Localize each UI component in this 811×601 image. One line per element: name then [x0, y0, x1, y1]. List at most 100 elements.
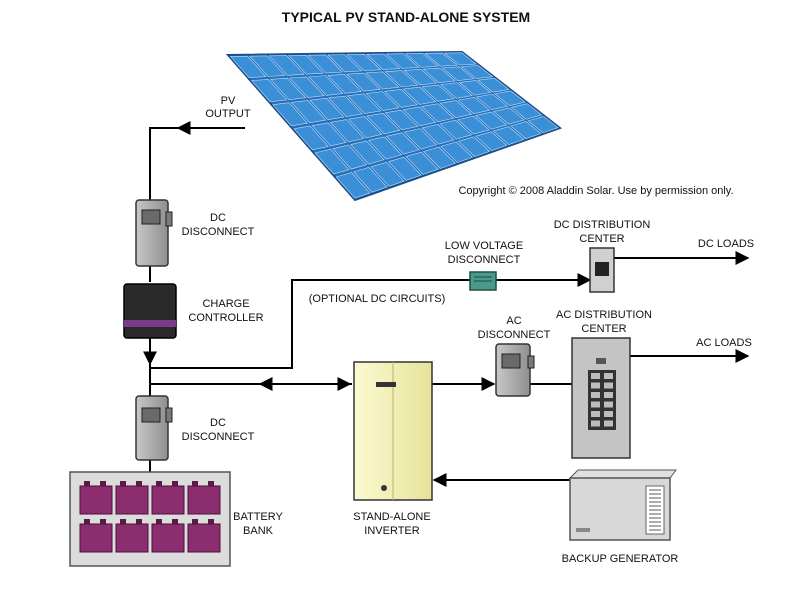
- dc-dist-label-2: CENTER: [579, 233, 624, 245]
- solar-cell: [421, 124, 455, 145]
- solar-cell: [457, 115, 490, 135]
- breaker: [604, 373, 613, 379]
- ac-loads-label: AC LOADS: [696, 337, 752, 349]
- solar-cell: [384, 70, 419, 88]
- ac-disconnect: [495, 343, 535, 397]
- battery-cell: [187, 519, 221, 553]
- dc-loads-label: DC LOADS: [698, 238, 754, 250]
- solar-cell: [327, 54, 363, 73]
- battery-cell: [151, 481, 185, 515]
- solar-cell: [328, 95, 364, 117]
- solar-cell: [290, 100, 327, 124]
- breaker: [604, 411, 613, 417]
- optional-dc-circuits-label: (OPTIONAL DC CIRCUITS): [309, 293, 446, 305]
- solar-cell: [365, 71, 400, 90]
- solar-cell: [477, 77, 510, 93]
- solar-cell: [311, 122, 347, 147]
- dc-disconnect-bottom: [135, 395, 173, 461]
- solar-cell: [229, 55, 267, 78]
- breaker: [604, 382, 613, 389]
- solar-cell: [421, 84, 455, 102]
- ac-distribution-center: [571, 337, 631, 459]
- solar-cell: [440, 141, 474, 163]
- charge-controller: [123, 283, 177, 339]
- solar-cell: [421, 103, 455, 123]
- breaker: [591, 420, 600, 427]
- solar-cell: [370, 161, 405, 187]
- solar-cell: [385, 132, 420, 155]
- solar-cell: [439, 100, 473, 119]
- solar-cell: [332, 144, 368, 170]
- solar-cell: [329, 119, 365, 143]
- solar-cell: [353, 167, 388, 193]
- solar-cell: [384, 89, 418, 108]
- charge-controller-label-2: CONTROLLER: [188, 312, 263, 324]
- solar-cell: [441, 66, 475, 81]
- low-voltage-disconnect: [469, 271, 497, 291]
- battery-cell: [115, 519, 149, 553]
- solar-cell: [346, 54, 382, 72]
- solar-cell: [405, 151, 439, 175]
- breaker: [591, 401, 600, 408]
- solar-cell: [475, 93, 509, 111]
- breaker: [591, 411, 600, 417]
- solar-cell: [422, 67, 456, 84]
- solar-cell: [403, 68, 438, 86]
- breaker: [604, 401, 613, 408]
- solar-cell: [492, 126, 525, 146]
- solar-cell: [350, 140, 385, 165]
- solar-cell: [440, 82, 473, 99]
- ac-dist-label-2: CENTER: [581, 323, 626, 335]
- solar-cell: [402, 86, 437, 105]
- solar-cell: [308, 75, 344, 96]
- solar-cell: [510, 103, 543, 120]
- solar-cell: [268, 55, 305, 76]
- diagram-title: TYPICAL PV STAND-ALONE SYSTEM: [282, 9, 530, 25]
- solar-cell: [346, 93, 382, 114]
- backup-generator: [568, 469, 677, 541]
- wiring: [143, 121, 750, 487]
- solar-cell: [270, 77, 306, 100]
- dc-disconnect-top-label-1: DC: [210, 212, 226, 224]
- solar-cell: [335, 172, 371, 199]
- solar-cell: [443, 52, 478, 66]
- battery-bank: [69, 471, 231, 567]
- solar-cell: [307, 54, 344, 74]
- breaker: [591, 392, 600, 398]
- pv-output-label-2: OUTPUT: [205, 108, 251, 120]
- lvd-label-1: LOW VOLTAGE: [445, 240, 523, 252]
- solar-cell: [475, 111, 508, 130]
- battery-cell: [187, 481, 221, 515]
- solar-cell: [250, 79, 288, 103]
- solar-cell: [458, 80, 492, 96]
- battery-cell: [79, 519, 113, 553]
- solar-cell: [385, 53, 420, 69]
- battery-cell: [115, 481, 149, 515]
- solar-cell: [457, 136, 491, 157]
- solar-cell: [424, 52, 458, 67]
- solar-cell: [403, 128, 438, 150]
- charge-controller-label-1: CHARGE: [202, 298, 249, 310]
- ac-dist-label-1: AC DISTRIBUTION: [556, 309, 652, 321]
- solar-cell: [348, 116, 383, 139]
- dc-disconnect-bottom-label-1: DC: [210, 417, 226, 429]
- solar-cell: [402, 106, 437, 127]
- solar-cell: [475, 131, 508, 151]
- battery-bank-label-1: BATTERY: [233, 511, 283, 523]
- dc-distribution-center: [589, 247, 615, 293]
- solar-cell: [460, 65, 494, 79]
- solar-cell: [272, 102, 309, 127]
- solar-cell: [346, 72, 381, 92]
- solar-cell: [404, 53, 439, 68]
- solar-cell: [384, 109, 419, 131]
- ac-disconnect-label-2: DISCONNECT: [478, 329, 551, 341]
- breaker: [591, 373, 600, 379]
- dc-disconnect-bottom-label-2: DISCONNECT: [182, 431, 255, 443]
- solar-cell: [293, 125, 329, 151]
- solar-cell: [387, 156, 422, 181]
- backup-generator-label: BACKUP GENERATOR: [562, 553, 679, 565]
- solar-panel-array: [225, 50, 563, 202]
- solar-cell: [365, 91, 400, 111]
- solar-cell: [366, 53, 401, 70]
